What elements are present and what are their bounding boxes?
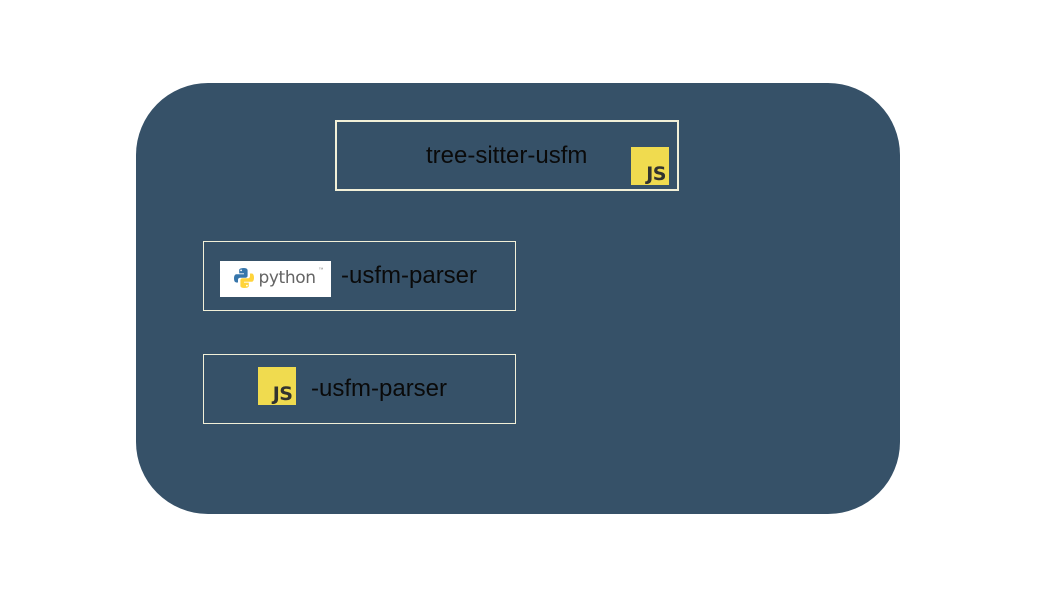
tree-sitter-usfm-node: tree-sitter-usfm JS: [335, 120, 679, 191]
tree-sitter-usfm-label: tree-sitter-usfm: [426, 142, 588, 169]
python-logo-trademark: ™: [318, 266, 324, 273]
javascript-icon: JS: [631, 147, 669, 185]
python-usfm-parser-node: python ™ -usfm-parser: [203, 241, 516, 311]
python-snake-icon: [233, 267, 254, 288]
javascript-icon-text: JS: [646, 163, 666, 185]
javascript-icon: JS: [257, 366, 296, 405]
container-panel: [136, 83, 900, 514]
js-usfm-parser-node: JS -usfm-parser: [203, 354, 516, 424]
js-usfm-parser-label: -usfm-parser: [311, 375, 448, 402]
python-usfm-parser-label: -usfm-parser: [341, 262, 478, 289]
javascript-icon-text: JS: [272, 382, 293, 405]
python-logo-text: python: [258, 267, 316, 288]
python-logo: python ™: [219, 260, 331, 297]
